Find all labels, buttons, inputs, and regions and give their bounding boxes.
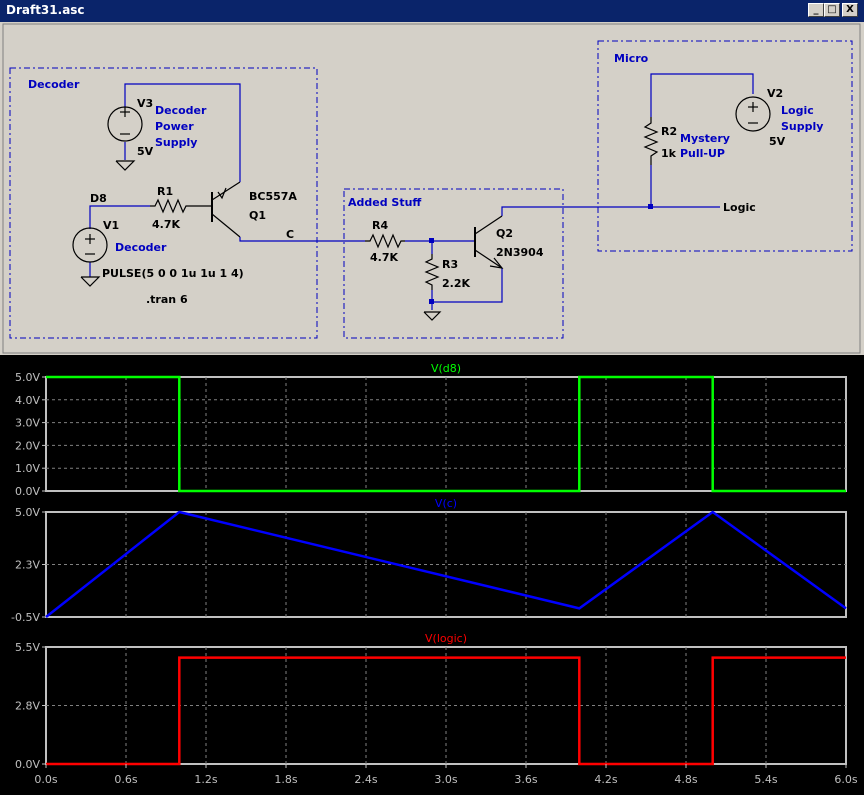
tran-directive[interactable]: .tran 6 (146, 293, 188, 306)
trace-title-v-d8-[interactable]: V(d8) (431, 362, 461, 375)
trace-v-c-[interactable] (45, 510, 847, 618)
q2-model: 2N3904 (496, 246, 544, 259)
wires (89, 73, 754, 310)
y-tick-label: 3.0V (15, 417, 40, 430)
y-tick-label: -0.5V (11, 611, 40, 624)
y-tick-label: 4.0V (15, 394, 40, 407)
v2-desc-line1: Logic (781, 104, 814, 117)
micro-block-label: Micro (614, 52, 649, 65)
schematic-canvas[interactable]: Decoder Added Stuff Micro (0, 22, 864, 355)
v2-value: 5V (769, 135, 786, 148)
r4-value: 4.7K (370, 251, 398, 264)
added-stuff-block-label: Added Stuff (348, 196, 421, 209)
ground-icon (115, 160, 136, 171)
r2-name: R2 (661, 125, 677, 138)
net-label-d8: D8 (90, 192, 107, 205)
x-tick-label: 1.2s (194, 773, 217, 786)
x-tick-label: 5.4s (754, 773, 777, 786)
r1-value: 4.7K (152, 218, 180, 231)
trace-v-d8-[interactable] (46, 375, 846, 493)
x-tick-label: 3.6s (514, 773, 537, 786)
trace-title-v-c-[interactable]: V(c) (435, 497, 457, 510)
waveform-viewer[interactable]: 0.0V 1.0V 2.0V 3.0V 4.0V 5.0V V(d8) -0.5V 2.3V 5.… (0, 355, 864, 795)
v3-name: V3 (137, 97, 153, 110)
waveform-background (0, 355, 864, 795)
y-tick-label: 1.0V (15, 462, 40, 475)
r2-desc-line1: Mystery (680, 132, 730, 145)
x-tick-label: 0.6s (114, 773, 137, 786)
r2-value: 1k (661, 147, 677, 160)
x-tick-label: 6.0s (834, 773, 857, 786)
ground-icon (80, 276, 101, 287)
y-tick-label: 2.0V (15, 439, 40, 452)
v2-source-symbol[interactable] (735, 96, 771, 132)
q2-name: Q2 (496, 227, 513, 240)
v1-source-symbol[interactable] (72, 227, 108, 263)
r1-name: R1 (157, 185, 173, 198)
v2-desc-line2: Supply (781, 120, 823, 133)
maximize-button[interactable]: □ (824, 3, 840, 17)
q1-name: Q1 (249, 209, 266, 222)
y-tick-label: 5.0V (15, 506, 40, 519)
x-tick-label: 4.2s (594, 773, 617, 786)
r2-desc-line2: Pull-UP (680, 147, 725, 160)
trace-v-logic-[interactable] (46, 656, 846, 766)
r1-resistor-symbol[interactable] (150, 198, 212, 214)
x-tick-label: 0.0s (34, 773, 57, 786)
x-tick-label: 3.0s (434, 773, 457, 786)
junction-dot (429, 238, 434, 243)
q1-model: BC557A (249, 190, 297, 203)
trace-title-v-logic-[interactable]: V(logic) (425, 632, 467, 645)
close-button[interactable]: X (842, 3, 858, 17)
r3-name: R3 (442, 258, 458, 271)
y-tick-label: 5.0V (15, 371, 40, 384)
decoder-block[interactable] (9, 67, 318, 339)
r3-value: 2.2K (442, 277, 470, 290)
r4-name: R4 (372, 219, 388, 232)
y-tick-label: 0.0V (15, 758, 40, 771)
y-tick-label: 2.8V (15, 700, 40, 713)
v1-value: PULSE(5 0 0 1u 1u 1 4) (102, 267, 244, 280)
x-tick-label: 4.8s (674, 773, 697, 786)
y-tick-label: 5.5V (15, 641, 40, 654)
title-bar: Draft31.asc _ □ X (0, 0, 864, 22)
v3-value: 5V (137, 145, 154, 158)
y-tick-label: 2.3V (15, 559, 40, 572)
v1-desc: Decoder (115, 241, 167, 254)
ground-icon (423, 311, 442, 321)
r4-resistor-symbol[interactable] (365, 233, 405, 249)
micro-block[interactable] (597, 40, 853, 252)
v3-desc-line2: Power (155, 120, 194, 133)
r2-resistor-symbol[interactable] (643, 117, 659, 165)
v3-desc-line3: Supply (155, 136, 197, 149)
components (72, 96, 771, 321)
x-tick-label: 1.8s (274, 773, 297, 786)
v1-name: V1 (103, 219, 119, 232)
y-tick-label: 0.0V (15, 485, 40, 498)
v2-name: V2 (767, 87, 783, 100)
net-label-logic: Logic (723, 201, 756, 214)
v3-desc-line1: Decoder (155, 104, 207, 117)
r3-resistor-symbol[interactable] (424, 254, 440, 290)
junction-dot (429, 299, 434, 304)
junction-dot (648, 204, 653, 209)
minimize-button[interactable]: _ (808, 3, 824, 17)
decoder-block-label: Decoder (28, 78, 80, 91)
x-tick-label: 2.4s (354, 773, 377, 786)
net-label-c: C (286, 228, 294, 241)
added-stuff-block[interactable] (343, 188, 564, 339)
window-title: Draft31.asc (6, 3, 85, 17)
